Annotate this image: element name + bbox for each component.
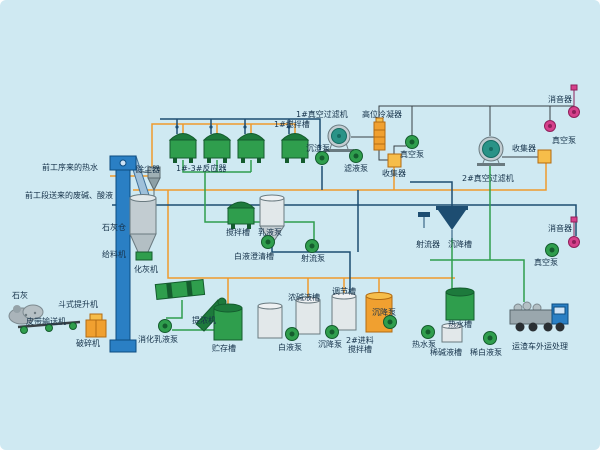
label-white-liquor-clarifier: 白液澄清槽 [234, 252, 274, 261]
label-jet-device: 射流器 [416, 240, 440, 249]
hot-water-tank-vessel [445, 287, 475, 321]
lime-silo-vessel [129, 194, 157, 253]
label-hot-water-pump: 热水泵 [412, 340, 436, 349]
label-storage-tank: 贮存槽 [212, 344, 236, 353]
mixing-tank-1-vessel [280, 133, 310, 163]
muffler-top-device [568, 84, 580, 118]
pipe-valve-dots [175, 125, 291, 129]
storage-tank-vessel [213, 303, 243, 341]
label-collector-right: 收集器 [512, 144, 536, 153]
label-settling-pump-1: 沉降泵 [318, 340, 342, 349]
label-mixing-tank-1: 1#搅拌槽 [274, 120, 310, 129]
label-lime: 石灰 [12, 291, 28, 300]
label-feed2-mixing-line1: 2#进料 [346, 336, 374, 345]
vacuum-pump-mid-device [405, 135, 419, 149]
label-mixing-tank: 搅拌槽 [226, 228, 250, 237]
label-sediment-pump: 沉渣泵 [306, 144, 330, 153]
dilute-alkali-tank-vessel [441, 323, 463, 343]
label-regulating-tank: 调节槽 [332, 287, 356, 296]
label-settling-tank: 沉降槽 [448, 240, 472, 249]
label-emulsion-pump: 乳液泵 [258, 228, 282, 237]
vacuum-filter-2-device [477, 136, 505, 166]
label-dilute-white-pump: 稀白液泵 [470, 348, 502, 357]
muffler-right-device [568, 216, 580, 248]
white-liquor-pump-device [285, 327, 299, 341]
white-liquor-clarifier-vessel [259, 194, 285, 245]
white-liquor-tank [257, 302, 283, 339]
filtrate-pump-device [349, 149, 363, 163]
label-vacuum-pump-top-right: 真空泵 [552, 136, 576, 145]
vacuum-pump-top-right-device [544, 120, 556, 132]
label-feed2-mixing-line2: 搅拌槽 [348, 345, 372, 354]
settling-pump-2-device [383, 315, 397, 329]
dilute-white-liquor-pump-device [483, 331, 497, 345]
label-dilute-alkali-tank: 稀碱液槽 [430, 348, 462, 357]
mixing-tank-vessel [226, 201, 256, 229]
belt-conveyor-machine [17, 320, 81, 334]
label-waste-alkali-acid: 前工段送来的废碱、酸液 [25, 191, 113, 200]
label-lime-silo: 石灰仓 [102, 223, 126, 232]
settling-pump-1-device [325, 325, 339, 339]
collector-mid-device [387, 153, 402, 168]
label-slag-truck: 运渣车外运处理 [512, 342, 568, 351]
settling-cone-vessel [436, 206, 468, 240]
feeder-device [135, 251, 153, 261]
emulsion-pump-device [261, 235, 275, 249]
lime-slaker-drum [154, 278, 206, 301]
label-hot-water-tank: 热水槽 [448, 320, 472, 329]
dust-collector-cyclone [136, 166, 161, 198]
lime-pile [8, 304, 44, 325]
reactor-1 [168, 133, 198, 163]
label-hot-water-source: 前工序来的热水 [42, 163, 98, 172]
crusher-machine [85, 313, 107, 338]
label-jet-pump: 射流泵 [301, 254, 325, 263]
reactor-3 [236, 133, 266, 163]
digestion-emulsion-pump-device [158, 319, 172, 333]
label-crusher: 破碎机 [76, 339, 100, 348]
label-bucket-elevator: 斗式提升机 [58, 300, 98, 309]
label-lime-slaker: 化灰机 [134, 265, 158, 274]
conc-alkali-tank-vessel [295, 296, 321, 335]
label-dust-collector: 除尘器 [136, 165, 160, 174]
label-settling-pump-2: 沉降泵 [372, 308, 396, 317]
bucket-elevator-machine [109, 155, 151, 353]
label-white-liquor-pump: 白液泵 [278, 343, 302, 352]
label-concentrator: 提浓机 [192, 316, 216, 325]
jet-device-shape [418, 212, 430, 228]
hot-water-pump-device [421, 325, 435, 339]
reactor-2 [202, 133, 232, 163]
high-level-condenser-device [373, 117, 386, 151]
label-muffler-top: 消音器 [548, 95, 572, 104]
label-vacuum-pump-mid: 真空泵 [400, 150, 424, 159]
label-filtrate-pump: 滤液泵 [344, 164, 368, 173]
label-feeder: 给料机 [102, 250, 126, 259]
label-reactors-1-3: 1#-3#反应器 [176, 164, 227, 173]
label-vacuum-pump-right: 真空泵 [534, 258, 558, 267]
vacuum-pump-right-device [545, 243, 559, 257]
label-high-level-condenser: 高位冷凝器 [362, 110, 402, 119]
label-muffler-right: 消音器 [548, 224, 572, 233]
slag-truck-vehicle [509, 301, 569, 332]
collector-right-device [537, 149, 552, 164]
pipes-orange [110, 123, 547, 306]
label-vacuum-filter-2: 2#真空过滤机 [462, 174, 514, 183]
jet-pump-device [305, 239, 319, 253]
label-collector-mid: 收集器 [382, 169, 406, 178]
vacuum-filter-1-device [324, 124, 354, 152]
label-belt-conveyor: 皮带输送机 [26, 317, 66, 326]
regulating-tank-vessel [331, 292, 357, 331]
label-digestion-pump: 消化乳液泵 [138, 335, 178, 344]
sediment-pump-device [315, 151, 329, 165]
label-vacuum-filter-1: 1#真空过滤机 [296, 110, 348, 119]
label-conc-alkali-tank: 浓碱液槽 [288, 293, 320, 302]
